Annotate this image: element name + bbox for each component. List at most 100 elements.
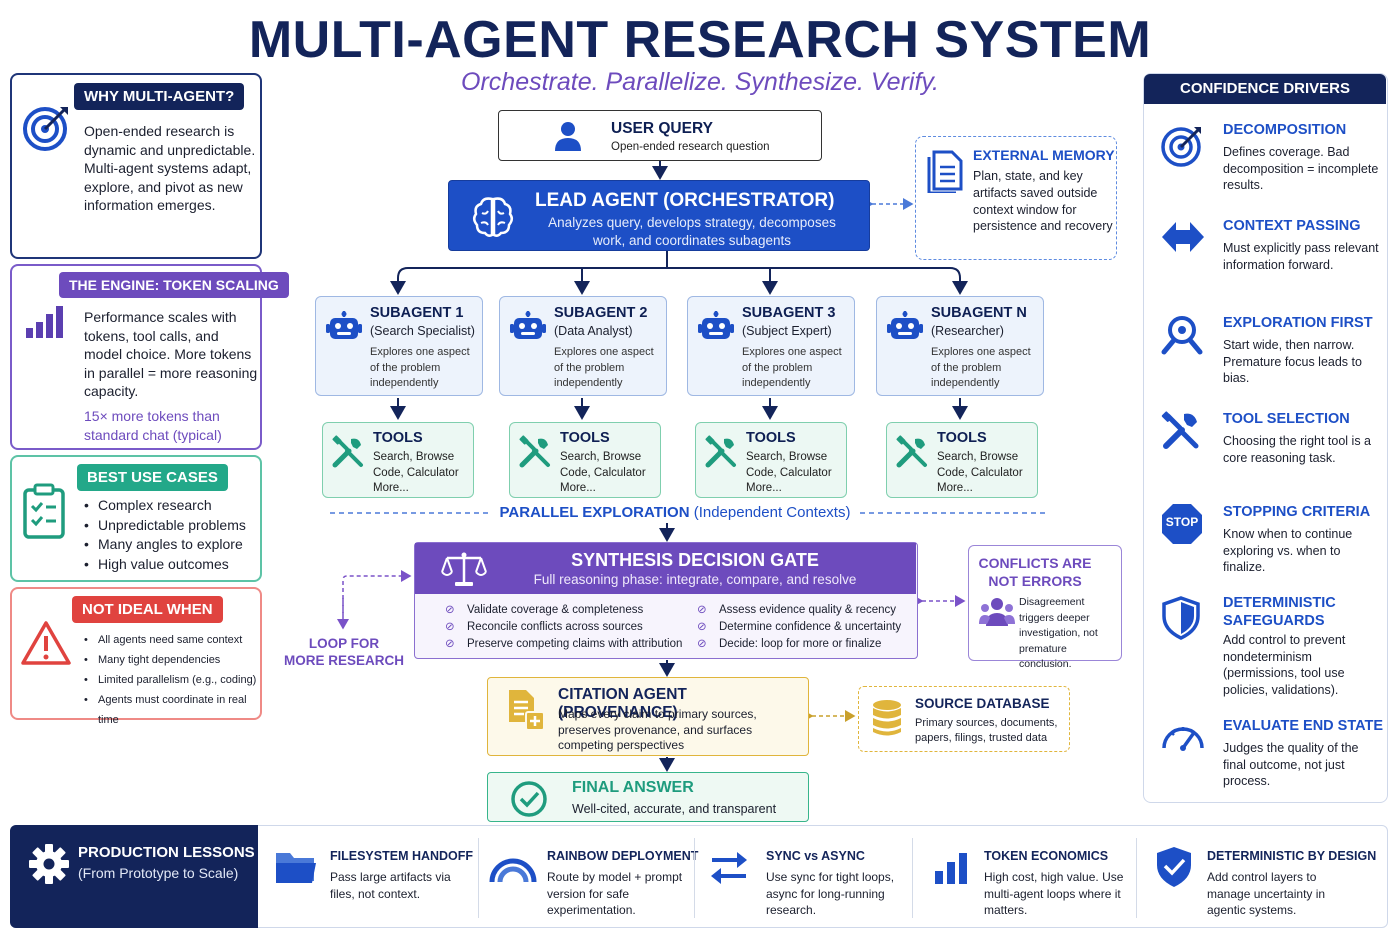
synthesis-desc: Full reasoning phase: integrate, compare…	[533, 572, 857, 587]
parallel-bold: PARALLEL EXPLORATION	[499, 504, 690, 521]
check-item: ⊘Validate coverage & completeness	[445, 602, 682, 619]
stop-icon	[1162, 504, 1202, 544]
confidence-drivers-panel: CONFIDENCE DRIVERS	[1143, 73, 1388, 803]
best-list: Complex research Unpredictable problems …	[84, 496, 262, 574]
synthesis-title: SYNTHESIS DECISION GATE	[571, 550, 819, 570]
check-item: ⊘ Determine confidence & uncertainty	[697, 619, 901, 636]
stop-label: STOP	[1165, 515, 1199, 529]
lead-agent-box: LEAD AGENT (ORCHESTRATOR) Analyzes query…	[448, 180, 870, 251]
check-icon: ⊘	[697, 621, 707, 633]
magnifier-icon	[1161, 316, 1203, 355]
divider	[694, 838, 695, 918]
rainbow-icon	[489, 858, 537, 883]
tools-line: Search, Browse	[937, 451, 1019, 463]
lesson-text: Add control layers to manage uncertainty…	[1207, 870, 1326, 917]
tools-icon	[705, 435, 736, 468]
divider	[478, 838, 479, 918]
synthesis-checks-left: ⊘Validate coverage & completeness ⊘Recon…	[445, 602, 682, 653]
clipboard-icon	[23, 483, 65, 539]
list-item: Agents must coordinate in real time	[84, 690, 264, 730]
user-query-box: USER QUERY Open-ended research question	[498, 110, 822, 161]
check-text: Preserve competing claims with attributi…	[467, 638, 683, 650]
lesson-title: DETERMINISTIC BY DESIGN	[1207, 849, 1377, 863]
divider	[1136, 838, 1137, 918]
tools-icon	[1161, 411, 1199, 449]
not-ideal-panel: NOT IDEAL WHEN All agents need same cont…	[10, 587, 262, 726]
divider	[912, 838, 913, 918]
lesson-title: RAINBOW DEPLOYMENT	[547, 849, 699, 863]
tools-icon	[332, 435, 363, 468]
tools-line: Search, Browse	[373, 451, 455, 463]
lead-desc-line: work, and coordinates subagents	[592, 232, 792, 248]
subagent-name: SUBAGENT 1	[370, 305, 464, 321]
best-use-cases-panel: BEST USE CASES Complex research Unpredic…	[10, 455, 262, 582]
loop-label: LOOP FOR MORE RESEARCH	[284, 635, 404, 669]
citation-agent-box: CITATION AGENT (PROVENANCE) Maps every c…	[487, 677, 809, 756]
driver-text: Know when to continue exploring vs. when…	[1223, 527, 1353, 574]
database-icon	[873, 700, 901, 736]
people-icon	[979, 598, 1015, 626]
driver-title: DETERMINISTIC SAFEGUARDS	[1223, 595, 1336, 629]
list-item: Limited parallelism (e.g., coding)	[84, 670, 264, 690]
drivers-header-bar	[1144, 74, 1386, 104]
tools-icon	[519, 435, 550, 468]
shield-check-icon	[1157, 847, 1191, 887]
synthesis-gate-box: SYNTHESIS DECISION GATE Full reasoning p…	[414, 542, 918, 659]
final-answer-box: FINAL ANSWER Well-cited, accurate, and t…	[487, 772, 809, 822]
subagent-box: SUBAGENT N (Researcher) Explores one asp…	[876, 296, 1044, 396]
check-item: ⊘ Assess evidence quality & recency	[697, 602, 901, 619]
check-icon: ⊘	[445, 638, 455, 650]
tools-name: TOOLS	[373, 430, 423, 446]
lesson-text: Use sync for tight loops, async for long…	[766, 870, 895, 917]
subagent-role: (Search Specialist)	[370, 324, 475, 338]
tools-line: Search, Browse	[560, 451, 642, 463]
memory-title: EXTERNAL MEMORY	[973, 147, 1115, 163]
notideal-tag: NOT IDEAL WHEN	[72, 596, 223, 623]
tools-line: More...	[746, 482, 782, 494]
source-desc: Primary sources, documents, papers, fili…	[915, 717, 1058, 744]
notideal-list: All agents need same context Many tight …	[84, 630, 264, 730]
tools-line: Code, Calculator	[937, 466, 1023, 479]
check-text: Assess evidence quality & recency	[719, 604, 897, 616]
tools-line: Search, Browse	[746, 451, 828, 463]
check-icon: ⊘	[697, 604, 707, 616]
tools-line: More...	[373, 482, 409, 494]
query-desc: Open-ended research question	[611, 141, 770, 153]
conflicts-box: CONFLICTS ARE NOT ERRORS Disagreement tr…	[968, 545, 1122, 670]
parallel-rest: (Independent Contexts)	[689, 504, 851, 521]
conflicts-line: CONFLICTS ARE	[978, 555, 1092, 571]
driver-title: EXPLORATION FIRST	[1223, 315, 1373, 331]
check-text: Determine confidence & uncertainty	[719, 621, 902, 633]
driver-text: Judges the quality of the final outcome,…	[1223, 741, 1359, 788]
conflicts-desc: Disagreement triggers deeper investigati…	[1019, 596, 1098, 670]
shield-icon	[1162, 596, 1200, 640]
subagent-role: (Data Analyst)	[554, 324, 633, 338]
lesson-text: Pass large artifacts via files, not cont…	[330, 870, 451, 901]
target-icon	[23, 107, 68, 151]
tools-name: TOOLS	[937, 430, 987, 446]
driver-text: Start wide, then narrow. Premature focus…	[1223, 338, 1362, 385]
driver-title: TOOL SELECTION	[1223, 411, 1350, 427]
source-title: SOURCE DATABASE	[915, 696, 1050, 711]
driver-title: DECOMPOSITION	[1223, 122, 1347, 138]
tools-line: Code, Calculator	[373, 466, 459, 479]
tools-name: TOOLS	[560, 430, 610, 446]
double-arrow-icon	[1162, 222, 1204, 252]
tools-line: Code, Calculator	[746, 466, 832, 479]
page-subtitle: Orchestrate. Parallelize. Synthesize. Ve…	[461, 68, 939, 96]
conflicts-title: CONFLICTS ARE NOT ERRORS	[969, 554, 1101, 590]
why-tag: WHY MULTI-AGENT?	[74, 83, 245, 110]
driver-text: Add control to prevent nondeterminism (p…	[1223, 633, 1346, 697]
drivers-header: CONFIDENCE DRIVERS	[1179, 80, 1351, 97]
list-item: High value outcomes	[84, 555, 262, 575]
subagent-box: SUBAGENT 1 (Search Specialist) Explores …	[315, 296, 483, 396]
synthesis-checks-right: ⊘ Assess evidence quality & recency ⊘ Dete…	[697, 602, 901, 653]
lesson-title: SYNC vs ASYNC	[766, 849, 865, 863]
subagent-desc: Explores one aspect of the problem indep…	[742, 346, 842, 389]
tools-line: Code, Calculator	[560, 466, 646, 479]
check-item: ⊘ Preserve competing claims with attribut…	[445, 636, 682, 653]
robot-icon	[698, 311, 734, 339]
tools-line: More...	[937, 482, 973, 494]
